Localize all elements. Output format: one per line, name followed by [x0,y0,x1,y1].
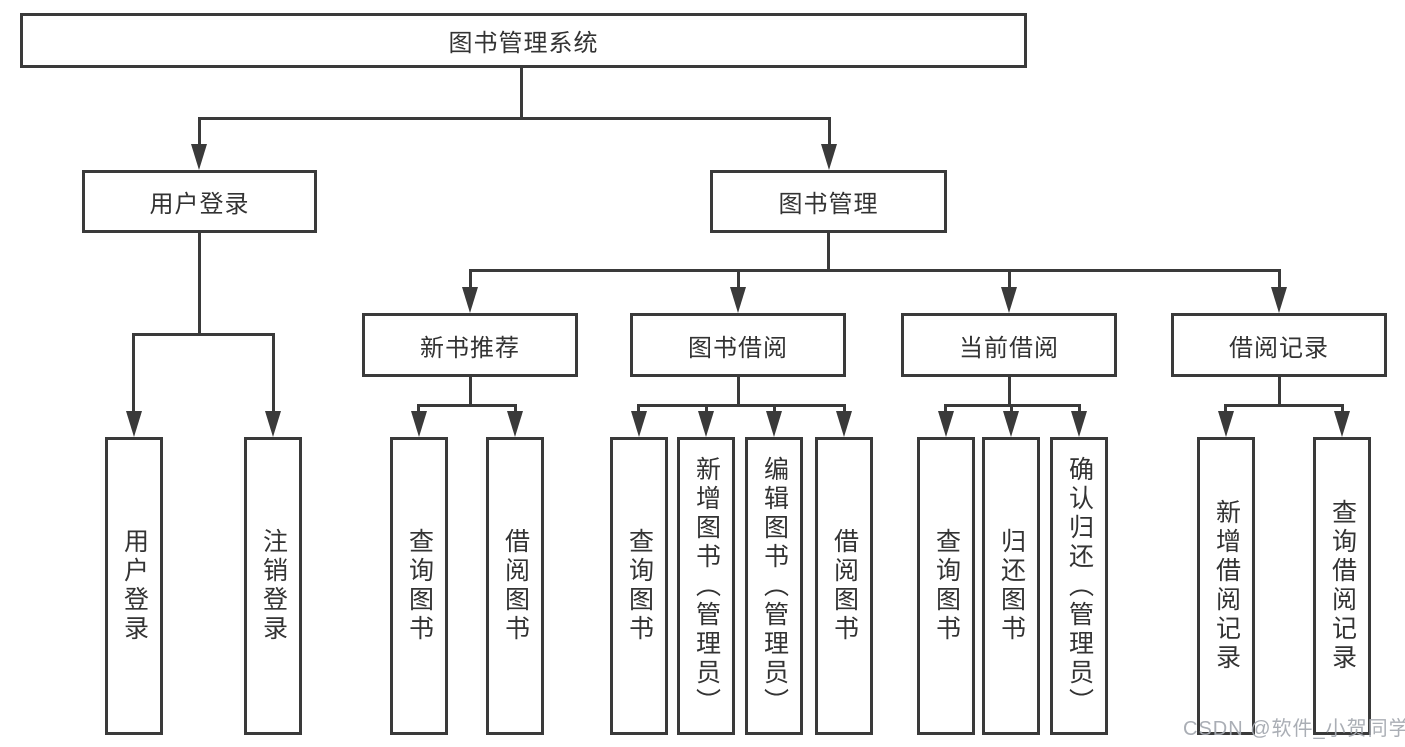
connector-hline [1224,404,1344,407]
connector-vline [705,404,708,414]
arrowhead-down-icon [730,287,746,313]
arrowhead-down-icon [698,411,714,437]
connector-vline [1008,375,1011,407]
node-label: 编辑图书（管理员） [760,455,789,717]
arrowhead-down-icon [836,411,852,437]
node-borrow-books-borrowing: 借阅图书 [815,437,873,735]
node-query-books-current: 查询图书 [917,437,975,735]
connector-vline [520,66,523,119]
node-label: 用户登录 [120,528,149,644]
node-label: 用户登录 [149,191,250,218]
node-label: 确认归还（管理员） [1065,455,1094,717]
connector-vline [1078,404,1081,414]
arrowhead-down-icon [821,144,837,170]
node-user-login-leaf: 用户登录 [105,437,163,735]
connector-hline [469,269,1281,272]
connector-vline [827,231,830,272]
connector-vline [1010,404,1013,414]
connector-vline [843,404,846,414]
arrowhead-down-icon [411,411,427,437]
arrowhead-down-icon [631,411,647,437]
connector-vline [1008,269,1011,290]
node-borrowing-records: 借阅记录 [1171,313,1387,377]
arrowhead-down-icon [1003,411,1019,437]
node-label: 图书借阅 [688,334,788,362]
arrowhead-down-icon [938,411,954,437]
arrowhead-down-icon [126,411,142,437]
node-query-books-recommend: 查询图书 [390,437,448,735]
arrowhead-down-icon [191,144,207,170]
node-return-books: 归还图书 [982,437,1040,735]
arrowhead-down-icon [265,411,281,437]
connector-vline [1278,269,1281,290]
connector-vline [469,375,472,407]
connector-vline [944,404,947,414]
connector-vline [773,404,776,414]
node-user-login: 用户登录 [82,170,317,233]
node-label: 图书管理 [778,191,879,218]
node-query-books-borrowing: 查询图书 [610,437,668,735]
node-label: 新增借阅记录 [1212,499,1241,673]
connector-hline [132,333,275,336]
connector-vline [198,117,201,147]
node-label: 归还图书 [997,528,1026,644]
arrowhead-down-icon [462,287,478,313]
node-label: 查询图书 [625,528,654,644]
node-book-borrowing: 图书借阅 [630,313,846,377]
arrowhead-down-icon [1334,411,1350,437]
connector-vline [637,404,640,414]
connector-vline [1224,404,1227,414]
connector-hline [637,404,846,407]
connector-vline [132,333,135,413]
node-label: 新增图书（管理员） [692,455,721,717]
node-current-borrowing: 当前借阅 [901,313,1117,377]
connector-vline [514,404,517,414]
node-logout: 注销登录 [244,437,302,735]
node-label: 借阅图书 [830,528,859,644]
node-edit-books-admin: 编辑图书（管理员） [745,437,803,735]
connector-vline [272,333,275,413]
connector-vline [737,269,740,290]
node-label: 查询借阅记录 [1328,499,1357,673]
arrowhead-down-icon [1271,287,1287,313]
node-label: 注销登录 [259,528,288,644]
connector-vline [198,231,201,335]
arrowhead-down-icon [1071,411,1087,437]
connector-vline [417,404,420,414]
node-label: 查询图书 [405,528,434,644]
arrowhead-down-icon [507,411,523,437]
node-label: 当前借阅 [959,334,1059,362]
node-add-borrow-record: 新增借阅记录 [1197,437,1255,735]
node-confirm-return-admin: 确认归还（管理员） [1050,437,1108,735]
node-label: 借阅图书 [501,528,530,644]
node-label: 图书管理系统 [448,30,599,57]
arrowhead-down-icon [766,411,782,437]
node-borrow-books-recommend: 借阅图书 [486,437,544,735]
node-label: 借阅记录 [1229,334,1329,362]
node-add-books-admin: 新增图书（管理员） [677,437,735,735]
connector-hline [417,404,517,407]
node-new-book-recommend: 新书推荐 [362,313,578,377]
arrowhead-down-icon [1001,287,1017,313]
arrowhead-down-icon [1218,411,1234,437]
node-library-management-system: 图书管理系统 [20,13,1027,68]
connector-vline [469,269,472,290]
csdn-watermark: CSDN @软件_小贺同学 [1183,718,1405,740]
connector-vline [1341,404,1344,414]
node-query-borrow-record: 查询借阅记录 [1313,437,1371,735]
node-label: 查询图书 [932,528,961,644]
connector-hline [198,117,831,120]
node-book-management: 图书管理 [710,170,947,233]
connector-vline [828,117,831,147]
connector-vline [1278,375,1281,407]
node-label: 新书推荐 [420,334,520,362]
connector-vline [737,375,740,407]
